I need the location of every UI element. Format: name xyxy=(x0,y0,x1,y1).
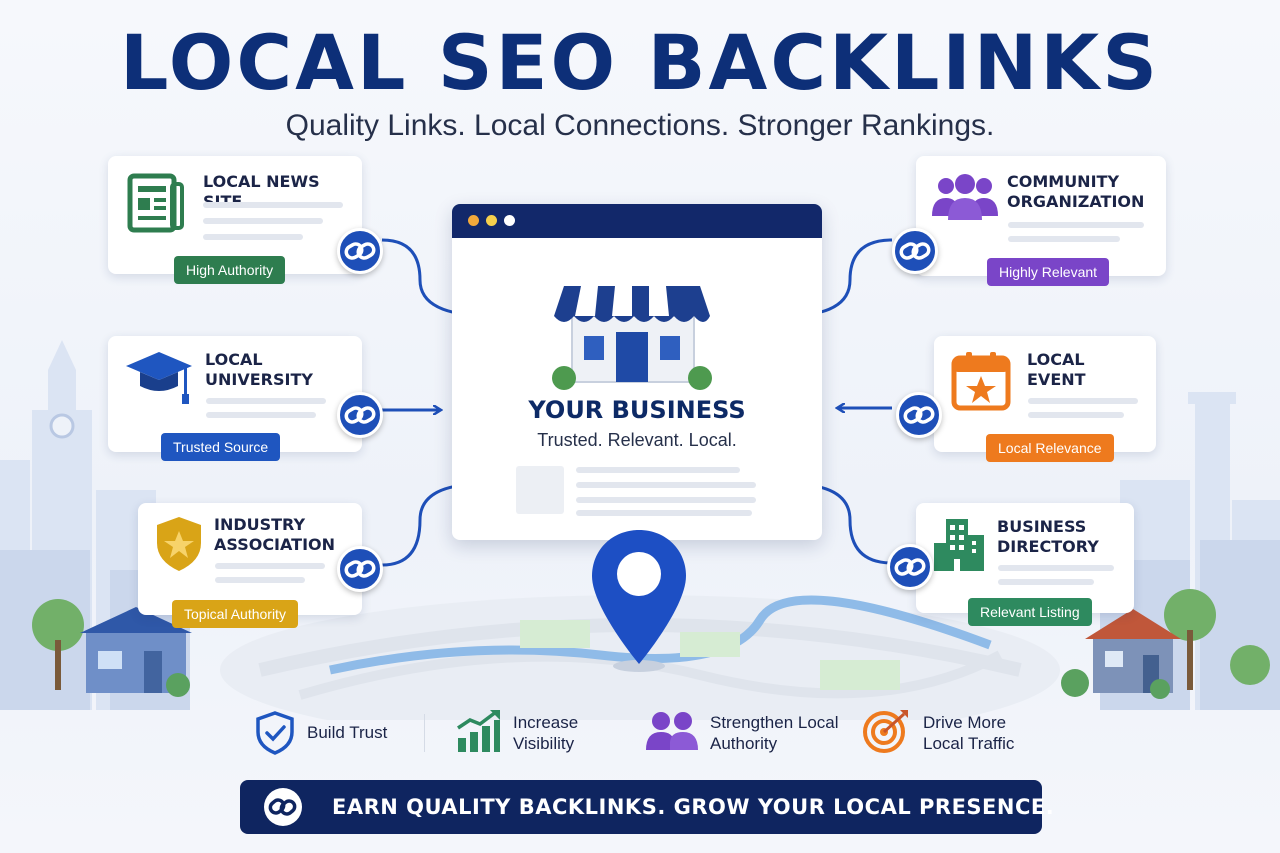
shield-check-icon xyxy=(256,711,294,755)
shield-star-icon xyxy=(157,517,201,571)
buildings-icon xyxy=(934,519,984,571)
graduation-cap-icon xyxy=(126,352,192,404)
benefit-drive-traffic: Drive More Local Traffic xyxy=(923,713,1015,753)
link-icon xyxy=(264,788,302,826)
window-dot xyxy=(504,215,515,226)
source-title: LOCAL EVENT xyxy=(1027,350,1086,389)
source-tag: Relevant Listing xyxy=(968,598,1092,626)
clock-icon xyxy=(49,413,75,439)
page-subtitle: Quality Links. Local Connections. Strong… xyxy=(285,109,995,142)
source-card-community[interactable]: COMMUNITY ORGANIZATION Highly Relevant xyxy=(916,156,1166,286)
business-website-window[interactable]: YOUR BUSINESS Trusted. Relevant. Local. xyxy=(452,204,822,540)
source-card-event[interactable]: LOCAL EVENT Local Relevance xyxy=(934,336,1156,462)
browser-title-bar xyxy=(452,204,822,238)
map-pin-icon xyxy=(592,530,686,672)
benefit-build-trust: Build Trust xyxy=(307,723,388,742)
left-house-illustration xyxy=(32,599,192,697)
source-title: INDUSTRY ASSOCIATION xyxy=(214,515,336,554)
business-tagline: Trusted. Relevant. Local. xyxy=(537,430,737,450)
source-card-association[interactable]: INDUSTRY ASSOCIATION Topical Authority xyxy=(138,503,362,628)
source-card-university[interactable]: LOCAL UNIVERSITY Trusted Source xyxy=(108,336,362,461)
page-title: LOCAL SEO BACKLINKS xyxy=(120,18,1160,107)
link-icon xyxy=(887,544,933,590)
source-tag: Trusted Source xyxy=(161,433,281,461)
link-icon xyxy=(337,392,383,438)
source-tag: Local Relevance xyxy=(986,434,1114,462)
cta-banner-text: EARN QUALITY BACKLINKS. GROW YOUR LOCAL … xyxy=(332,795,1055,819)
people-group-icon xyxy=(932,174,998,220)
calendar-star-icon xyxy=(951,352,1011,411)
link-icon xyxy=(892,228,938,274)
window-dot xyxy=(486,215,497,226)
link-icon xyxy=(896,392,942,438)
content-thumbnail xyxy=(516,466,564,514)
source-tag: High Authority xyxy=(174,256,286,284)
source-title: BUSINESS DIRECTORY xyxy=(997,517,1099,556)
link-icon xyxy=(337,546,383,592)
benefit-increase-visibility: Increase Visibility xyxy=(513,713,579,753)
storefront-icon xyxy=(552,286,712,390)
people-icon xyxy=(646,712,698,750)
cta-banner[interactable]: EARN QUALITY BACKLINKS. GROW YOUR LOCAL … xyxy=(240,780,1054,834)
source-title: LOCAL UNIVERSITY xyxy=(205,350,313,389)
divider xyxy=(424,714,425,752)
target-icon xyxy=(863,710,908,753)
newspaper-icon xyxy=(127,173,184,233)
source-card-directory[interactable]: BUSINESS DIRECTORY Relevant Listing xyxy=(916,503,1134,626)
source-tag: Highly Relevant xyxy=(987,258,1110,286)
growth-chart-icon xyxy=(457,710,500,752)
source-tag: Topical Authority xyxy=(172,600,298,628)
business-name: YOUR BUSINESS xyxy=(528,396,746,424)
window-dot xyxy=(468,215,479,226)
link-icon xyxy=(337,228,383,274)
source-card-news[interactable]: LOCAL NEWS SITE High Authority xyxy=(108,156,362,284)
right-house-illustration xyxy=(1061,589,1270,699)
benefit-strengthen-authority: Strengthen Local Authority xyxy=(710,713,839,753)
source-title: COMMUNITY ORGANIZATION xyxy=(1007,172,1145,211)
